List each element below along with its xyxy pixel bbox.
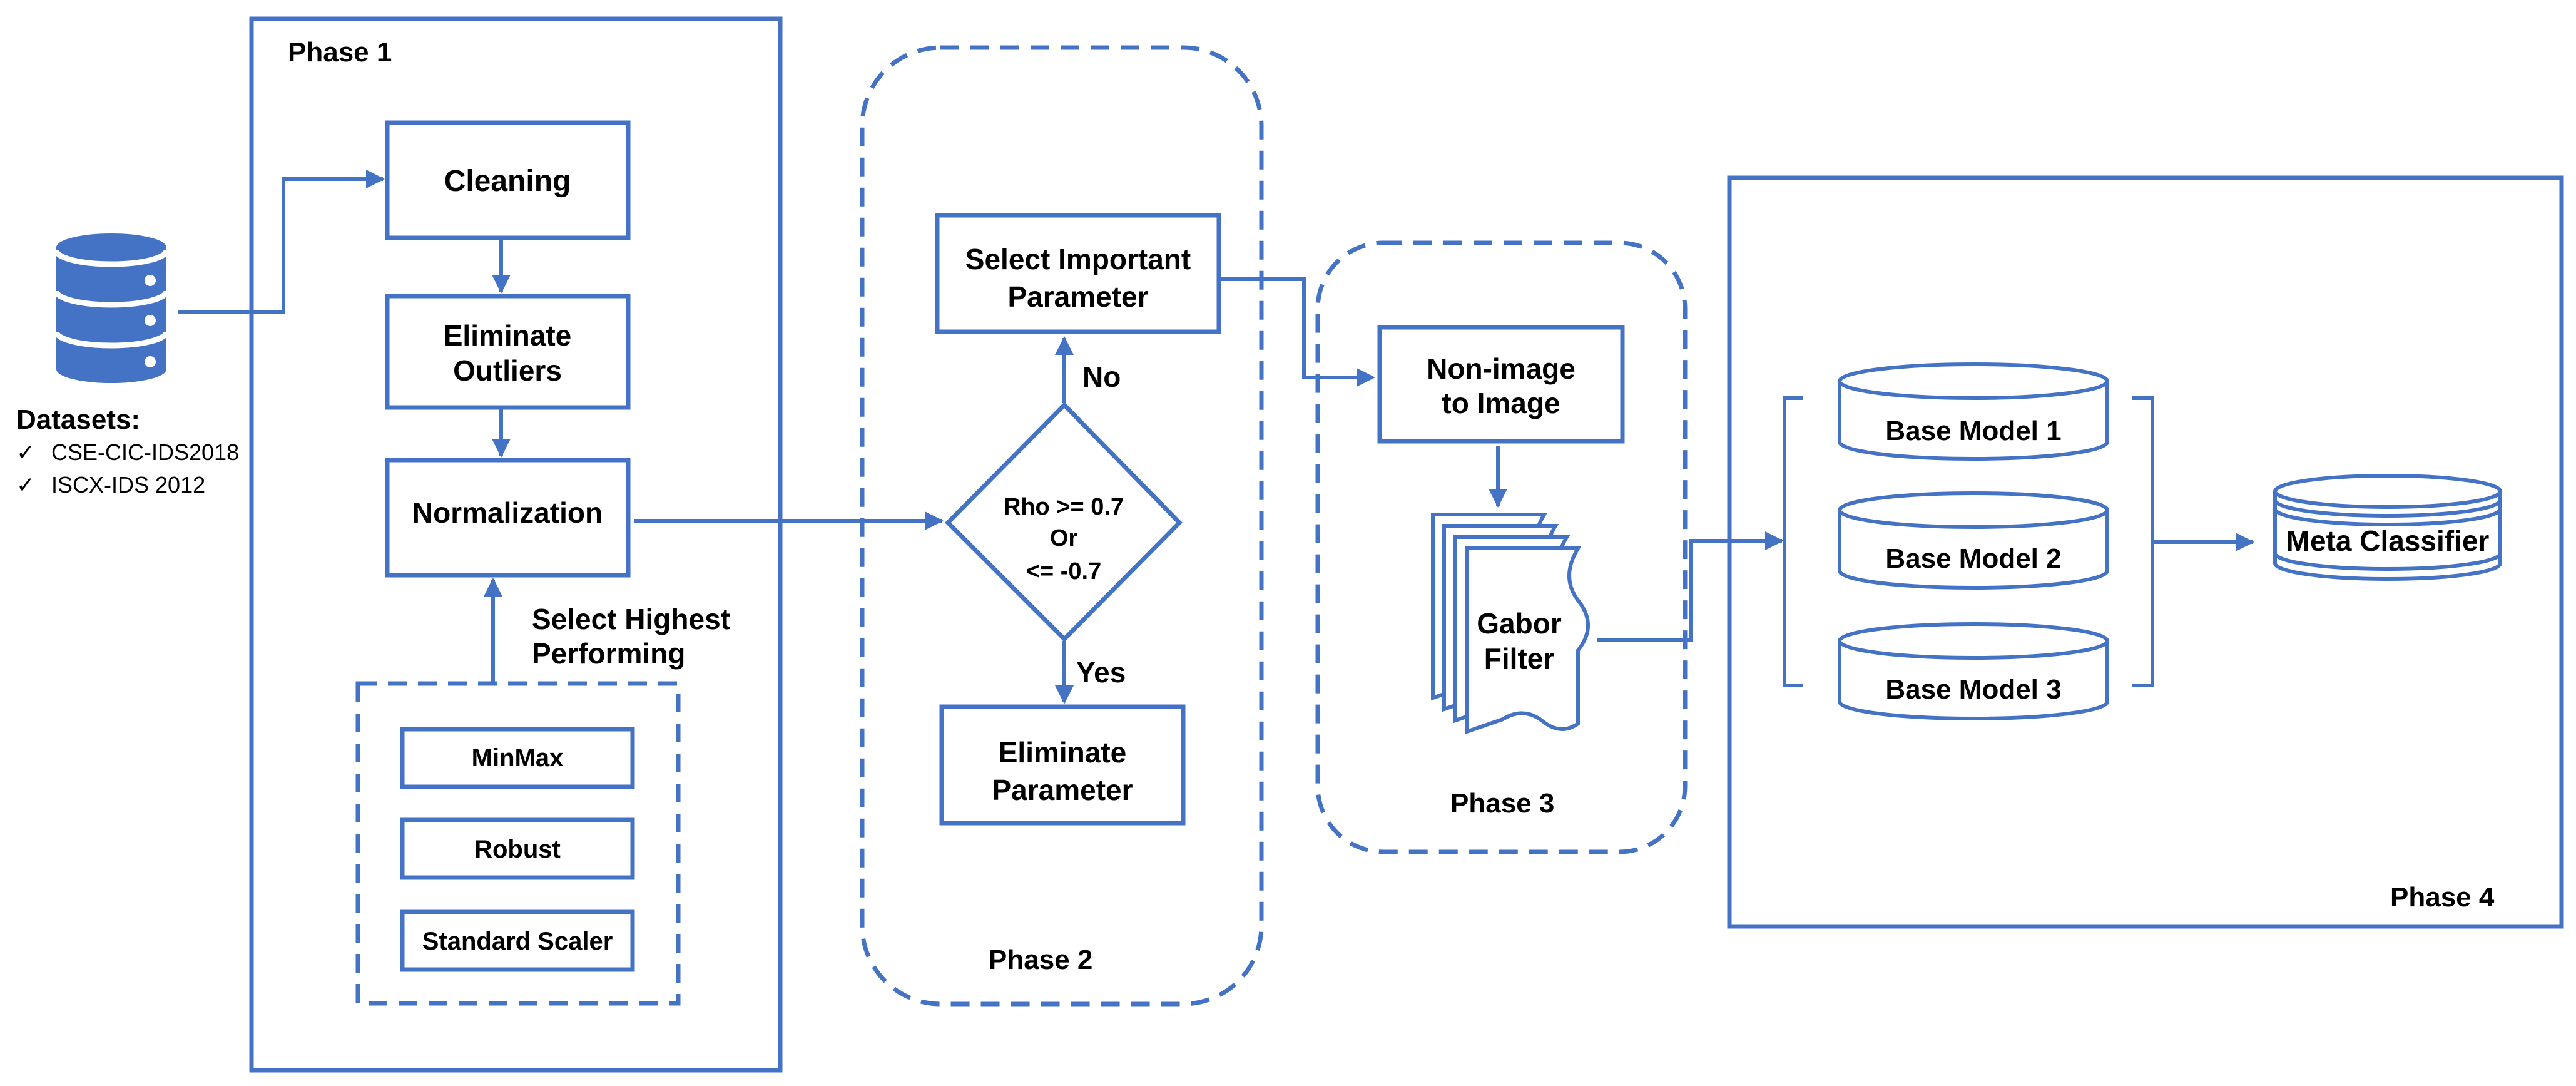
non-image-line1: Non-image <box>1427 352 1576 385</box>
phase3-label: Phase 3 <box>1450 788 1554 819</box>
edge-select-to-nonimage <box>1221 277 1375 387</box>
base-models-right-brace <box>2132 396 2154 687</box>
base-model-1-label: Base Model 1 <box>1885 416 2061 446</box>
base-model-3-label: Base Model 3 <box>1885 674 2061 705</box>
cleaning-label: Cleaning <box>444 165 571 198</box>
scaler-standard-box <box>400 909 635 972</box>
gabor-filter-icon <box>1431 513 1590 735</box>
phase2-label: Phase 2 <box>989 945 1092 975</box>
no-label: No <box>1082 361 1121 393</box>
meta-classifier-stack <box>2273 474 2502 581</box>
eliminate-parameter-box <box>939 704 1186 826</box>
decision-line1: Rho >= 0.7 <box>1004 494 1124 520</box>
non-image-box <box>1377 325 1625 444</box>
gabor-line2: Filter <box>1484 642 1555 675</box>
phase4-label: Phase 4 <box>2390 882 2495 913</box>
non-image-line2: to Image <box>1442 387 1560 419</box>
select-important-line1: Select Important <box>965 243 1191 275</box>
scaler-group-frame <box>355 681 681 1006</box>
gabor-line1: Gabor <box>1477 607 1562 640</box>
eliminate-parameter-line2: Parameter <box>992 774 1133 806</box>
select-highest-line1: Select Highest <box>532 603 730 635</box>
select-important-line2: Parameter <box>1007 280 1148 313</box>
edge-datasets-to-cleaning <box>178 170 385 314</box>
decision-diamond <box>945 402 1183 642</box>
scaler-minmax-label: MinMax <box>472 744 564 772</box>
phase4-frame <box>1727 175 2564 929</box>
phase3-frame <box>1315 240 1688 854</box>
datasets-check-2: ✓ <box>16 472 35 498</box>
eliminate-outliers-line1: Eliminate <box>444 319 572 352</box>
dataset-item-2: ISCX-IDS 2012 <box>51 472 205 498</box>
phase1-frame <box>249 16 783 1073</box>
base-model-1 <box>1838 362 2109 461</box>
base-models-left-brace <box>1783 396 1803 687</box>
scaler-robust-box <box>400 817 635 880</box>
phase1-label: Phase 1 <box>288 37 392 68</box>
normalization-label: Normalization <box>412 496 603 529</box>
select-highest-line2: Performing <box>532 637 685 670</box>
decision-line2: Or <box>1050 525 1078 551</box>
eliminate-parameter-line1: Eliminate <box>999 736 1127 769</box>
datasets-check-1: ✓ <box>16 439 35 465</box>
base-model-3 <box>1838 622 2109 720</box>
phase2-frame <box>860 45 1264 1007</box>
base-model-2-label: Base Model 2 <box>1885 543 2061 574</box>
scaler-robust-label: Robust <box>474 836 561 863</box>
yes-label: Yes <box>1076 656 1126 689</box>
datasets-title: Datasets: <box>16 404 140 435</box>
select-important-box <box>935 213 1221 334</box>
eliminate-outliers-line2: Outliers <box>453 354 562 387</box>
cleaning-box <box>385 120 631 240</box>
dataset-item-1: CSE-CIC-IDS2018 <box>51 439 239 465</box>
normalization-box <box>385 458 631 578</box>
meta-classifier-label: Meta Classifier <box>2286 525 2490 557</box>
database-icon <box>53 233 170 383</box>
edge-gabor-to-base-models <box>1597 531 1784 642</box>
scaler-minmax-box <box>400 727 635 789</box>
eliminate-outliers-box <box>385 294 631 410</box>
scaler-standard-label: Standard Scaler <box>422 928 613 955</box>
base-model-2 <box>1838 491 2109 590</box>
decision-line3: <= -0.7 <box>1026 558 1101 585</box>
